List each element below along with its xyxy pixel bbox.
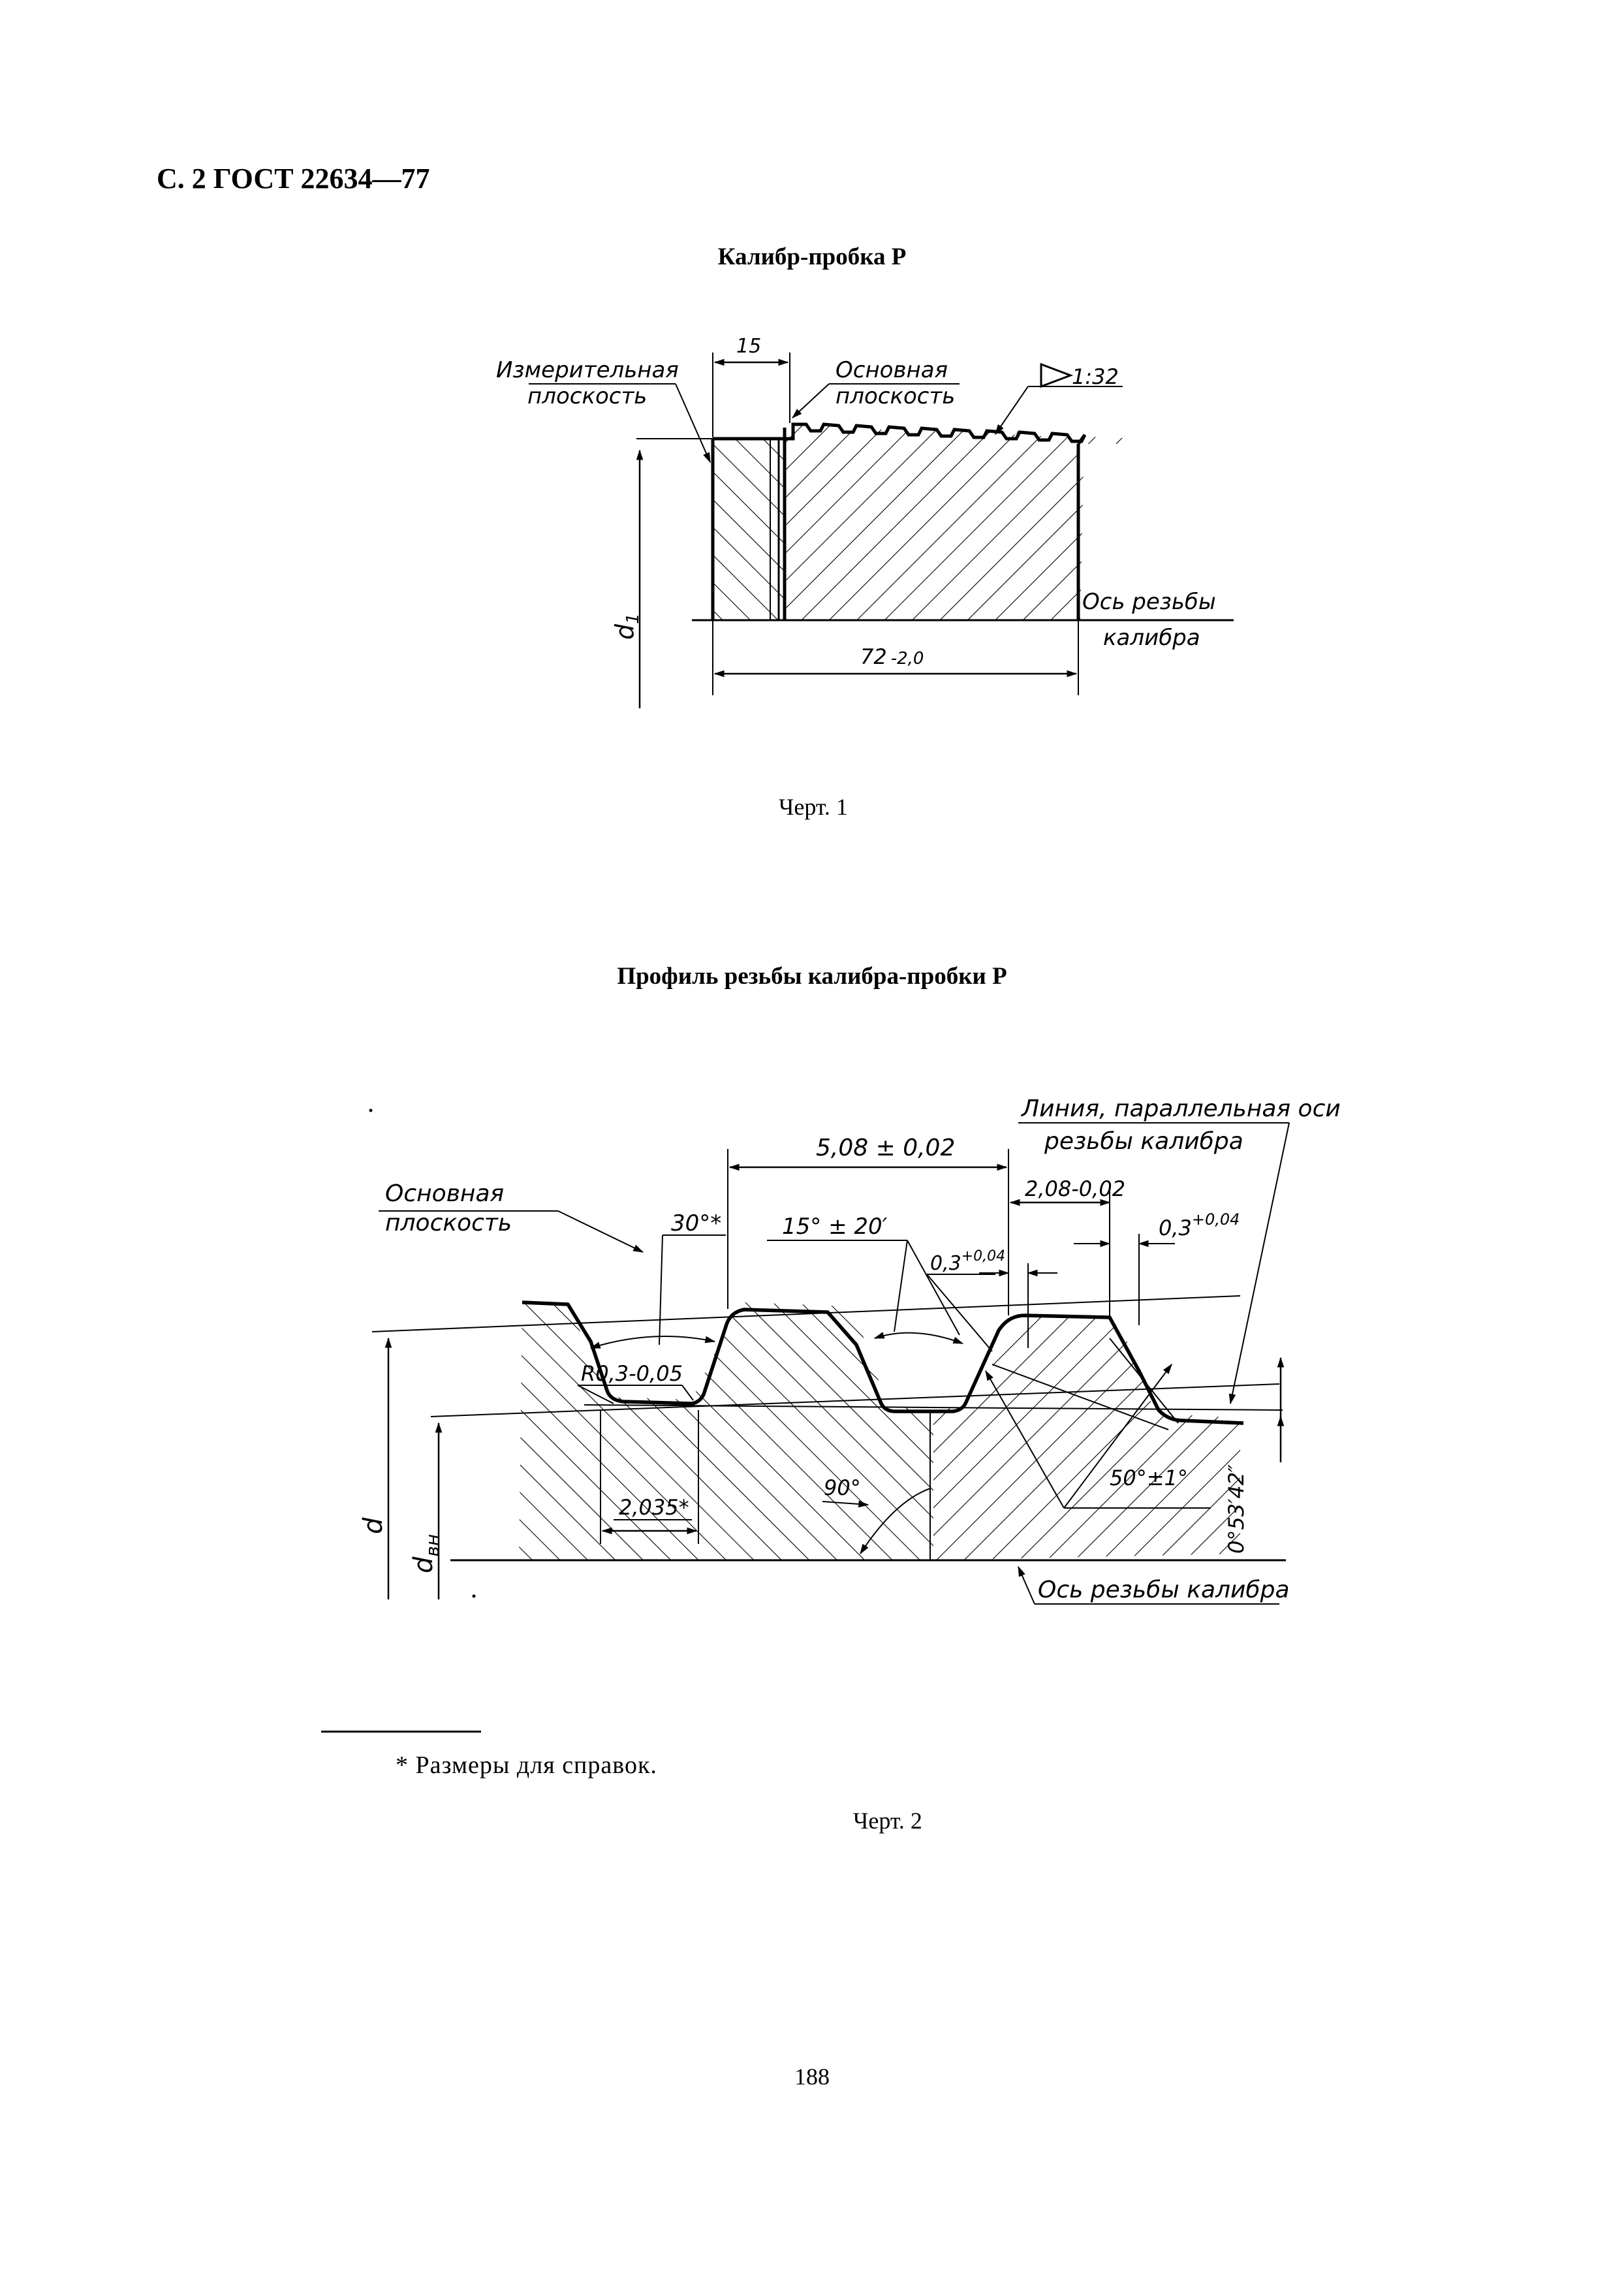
figure2-caption: Черт. 2 — [853, 1808, 922, 1834]
threaded-body — [785, 424, 1136, 620]
d-inner-label: dвн — [409, 1534, 443, 1573]
pitch-label: 5,08 ± 0,02 — [816, 1135, 955, 1161]
footnote-rule — [321, 1731, 481, 1733]
figure1-drawing: d1 15 Измерительная плоскость Основная п… — [496, 335, 1234, 708]
thread-profile — [522, 1300, 1244, 1425]
dim-15-label: 15 — [736, 335, 761, 358]
flat-03-right-label: 0,3+0,04 — [1159, 1210, 1240, 1240]
parallel-line-label-1: Линия, параллельная оси — [1020, 1095, 1341, 1122]
measuring-plane-label-1: Измерительная — [496, 357, 679, 383]
crest-width-label: 2,08-0,02 — [1025, 1176, 1125, 1201]
width-2035-label: 2,035* — [619, 1495, 689, 1520]
half-angle-label: 15° ± 20′ — [782, 1214, 888, 1240]
figure2-drawing: d dвн Основная плоскость 30°* 5,08 ± 0,0… — [358, 1095, 1341, 1605]
base-plane-label-1: Основная — [835, 357, 948, 383]
radius-label: R0,3-0,05 — [581, 1361, 683, 1386]
d1-label: d1 — [610, 613, 643, 640]
thread-teeth — [713, 422, 1087, 443]
axis-label-1: Ось резьбы — [1082, 589, 1216, 615]
base-plane-label-f2-1: Основная — [385, 1180, 504, 1207]
taper-label: 1:32 — [1072, 364, 1119, 389]
flat-03-mid-label: 0,3+0,04 — [930, 1248, 1005, 1275]
taper-symbol — [1040, 362, 1074, 388]
measuring-plane-label-2: плоскость — [527, 383, 647, 409]
figure1-title: Калибр-пробка Р — [717, 244, 907, 270]
angle-90-label: 90° — [824, 1475, 861, 1500]
axis-label-f2: Ось резьбы калибра — [1038, 1577, 1290, 1603]
base-plane-label-f2-2: плоскость — [385, 1210, 512, 1236]
length-label: 72-2,0 — [860, 644, 924, 669]
page-number: 188 — [794, 2064, 830, 2090]
parallel-line-label-2: резьбы калибра — [1044, 1128, 1243, 1155]
taper-angle-label: 0°53′42″ — [1224, 1464, 1249, 1554]
d-label: d — [358, 1517, 388, 1534]
page-header: С. 2 ГОСТ 22634—77 — [157, 163, 430, 195]
angle-30-label: 30°* — [671, 1210, 721, 1236]
angle-50-label: 50°±1° — [1110, 1466, 1188, 1490]
footnote-text: * Размеры для справок. — [396, 1752, 657, 1779]
figure1-caption: Черт. 1 — [779, 794, 848, 820]
axis-label-2: калибра — [1103, 625, 1200, 651]
base-plane-label-2: плоскость — [835, 383, 955, 409]
thread-profile-hatch-a — [519, 1302, 933, 1560]
thread-profile-hatch-b — [933, 1313, 1240, 1560]
figure2-title: Профиль резьбы калибра-пробки Р — [617, 963, 1007, 990]
measuring-block — [713, 437, 785, 620]
